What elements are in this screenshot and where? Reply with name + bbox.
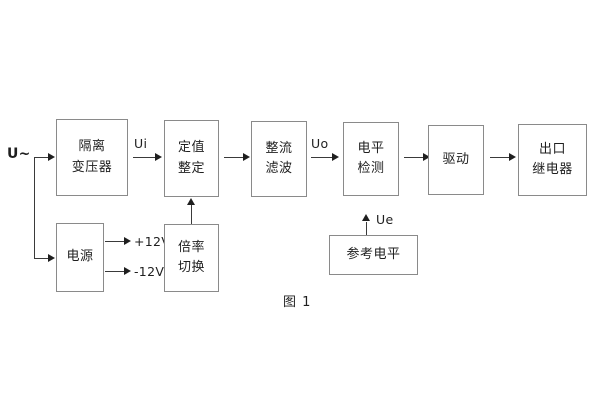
block-rectify-filter-line2: 滤波	[265, 161, 293, 176]
signal-label-ue: Ue	[376, 212, 394, 227]
block-output-relay-line2: 继电器	[532, 162, 573, 177]
level-to-driver-arrowhead	[423, 153, 430, 161]
uo-connector-arrowhead	[332, 153, 339, 161]
block-isolation-transformer-line2: 变压器	[71, 159, 113, 175]
rail-positive-arrowhead	[124, 237, 131, 245]
block-output-relay-line1: 出口	[538, 141, 566, 157]
block-rectify-filter-line1: 整流	[265, 140, 293, 156]
setting-to-rectify-arrowhead	[243, 153, 250, 161]
multiplier-to-setting-line	[191, 205, 192, 224]
signal-label-uo: Uo	[311, 136, 329, 151]
block-level-detect-line1: 电平	[357, 140, 385, 156]
input-bus-to-transformer-line	[34, 157, 51, 158]
block-multiplier-switch-line2: 切换	[177, 260, 205, 275]
input-bus-to-power-supply-arrowhead	[48, 254, 55, 262]
rail-positive-label: +12V	[134, 234, 171, 249]
ui-connector-arrowhead	[155, 153, 162, 161]
block-rectify-filter[interactable]: 整流 滤波	[251, 121, 307, 197]
rail-negative-line	[105, 271, 127, 272]
rail-negative-arrowhead	[124, 267, 131, 275]
input-bus-to-transformer-arrowhead	[48, 153, 55, 161]
input-bus-to-power-supply-line	[34, 258, 51, 259]
block-driver-line1: 驱动	[442, 151, 470, 167]
block-isolation-transformer[interactable]: 隔离 变压器	[56, 119, 128, 196]
block-reference-level-line1: 参考电平	[346, 246, 401, 262]
level-to-driver-line	[404, 157, 426, 158]
block-reference-level[interactable]: 参考电平	[329, 235, 418, 275]
ue-connector-line	[366, 222, 367, 235]
driver-to-relay-arrowhead	[509, 153, 516, 161]
block-level-detect-line2: 检测	[357, 161, 385, 176]
ui-connector-line	[133, 157, 157, 158]
block-multiplier-switch-line1: 倍率	[177, 239, 205, 255]
block-driver[interactable]: 驱动	[428, 125, 484, 195]
block-level-detect[interactable]: 电平 检测	[343, 122, 399, 196]
ue-connector-arrowhead	[362, 214, 370, 221]
signal-label-ui: Ui	[134, 136, 148, 151]
block-power-supply-line1: 电源	[66, 249, 94, 265]
block-setting-value[interactable]: 定值 整定	[164, 120, 219, 197]
block-isolation-transformer-line1: 隔离	[78, 139, 106, 155]
rail-negative-label: -12V	[134, 264, 165, 279]
block-power-supply[interactable]: 电源	[56, 223, 104, 292]
block-setting-value-line2: 整定	[177, 160, 205, 176]
setting-to-rectify-line	[224, 157, 246, 158]
block-output-relay[interactable]: 出口 继电器	[518, 124, 587, 196]
driver-to-relay-line	[490, 157, 512, 158]
uo-connector-line	[311, 157, 334, 158]
block-setting-value-line1: 定值	[177, 140, 205, 156]
figure-caption: 图 1	[283, 295, 312, 310]
input-bus-vertical-line	[34, 157, 35, 258]
block-multiplier-switch[interactable]: 倍率 切换	[164, 224, 219, 292]
multiplier-to-setting-arrowhead	[187, 198, 195, 205]
rail-positive-line	[105, 241, 127, 242]
input-source-label: U~	[7, 146, 31, 162]
